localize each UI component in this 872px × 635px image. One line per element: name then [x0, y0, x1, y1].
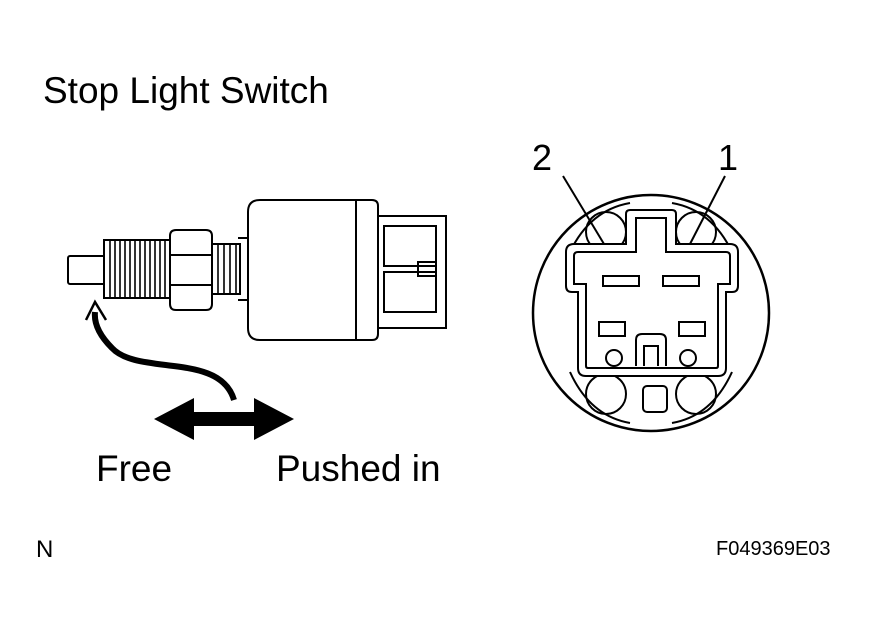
- stop-light-switch-illustration: [67, 199, 447, 341]
- shaft-threads: [109, 241, 171, 297]
- connector-face-illustration: [531, 175, 771, 433]
- travel-double-arrow: [154, 398, 294, 440]
- free-label: Free: [96, 448, 173, 489]
- connector-outer-circle: [531, 193, 771, 433]
- figure-code: F049369E03: [716, 538, 831, 560]
- corner-mark: N: [36, 536, 54, 563]
- switch-housing: [247, 199, 379, 341]
- hex-nut: [169, 229, 213, 311]
- terminal-2: [602, 275, 640, 287]
- plunger-tip: [67, 255, 107, 285]
- terminal-2-label: 2: [532, 137, 553, 178]
- pushed-in-label: Pushed in: [276, 448, 441, 489]
- terminal-1-label: 1: [718, 137, 739, 178]
- diagram-title: Stop Light Switch: [43, 70, 329, 111]
- plunger-pointer-arrow: [84, 299, 237, 402]
- connector-housing-outline: [565, 209, 739, 377]
- terminal-1: [662, 275, 700, 287]
